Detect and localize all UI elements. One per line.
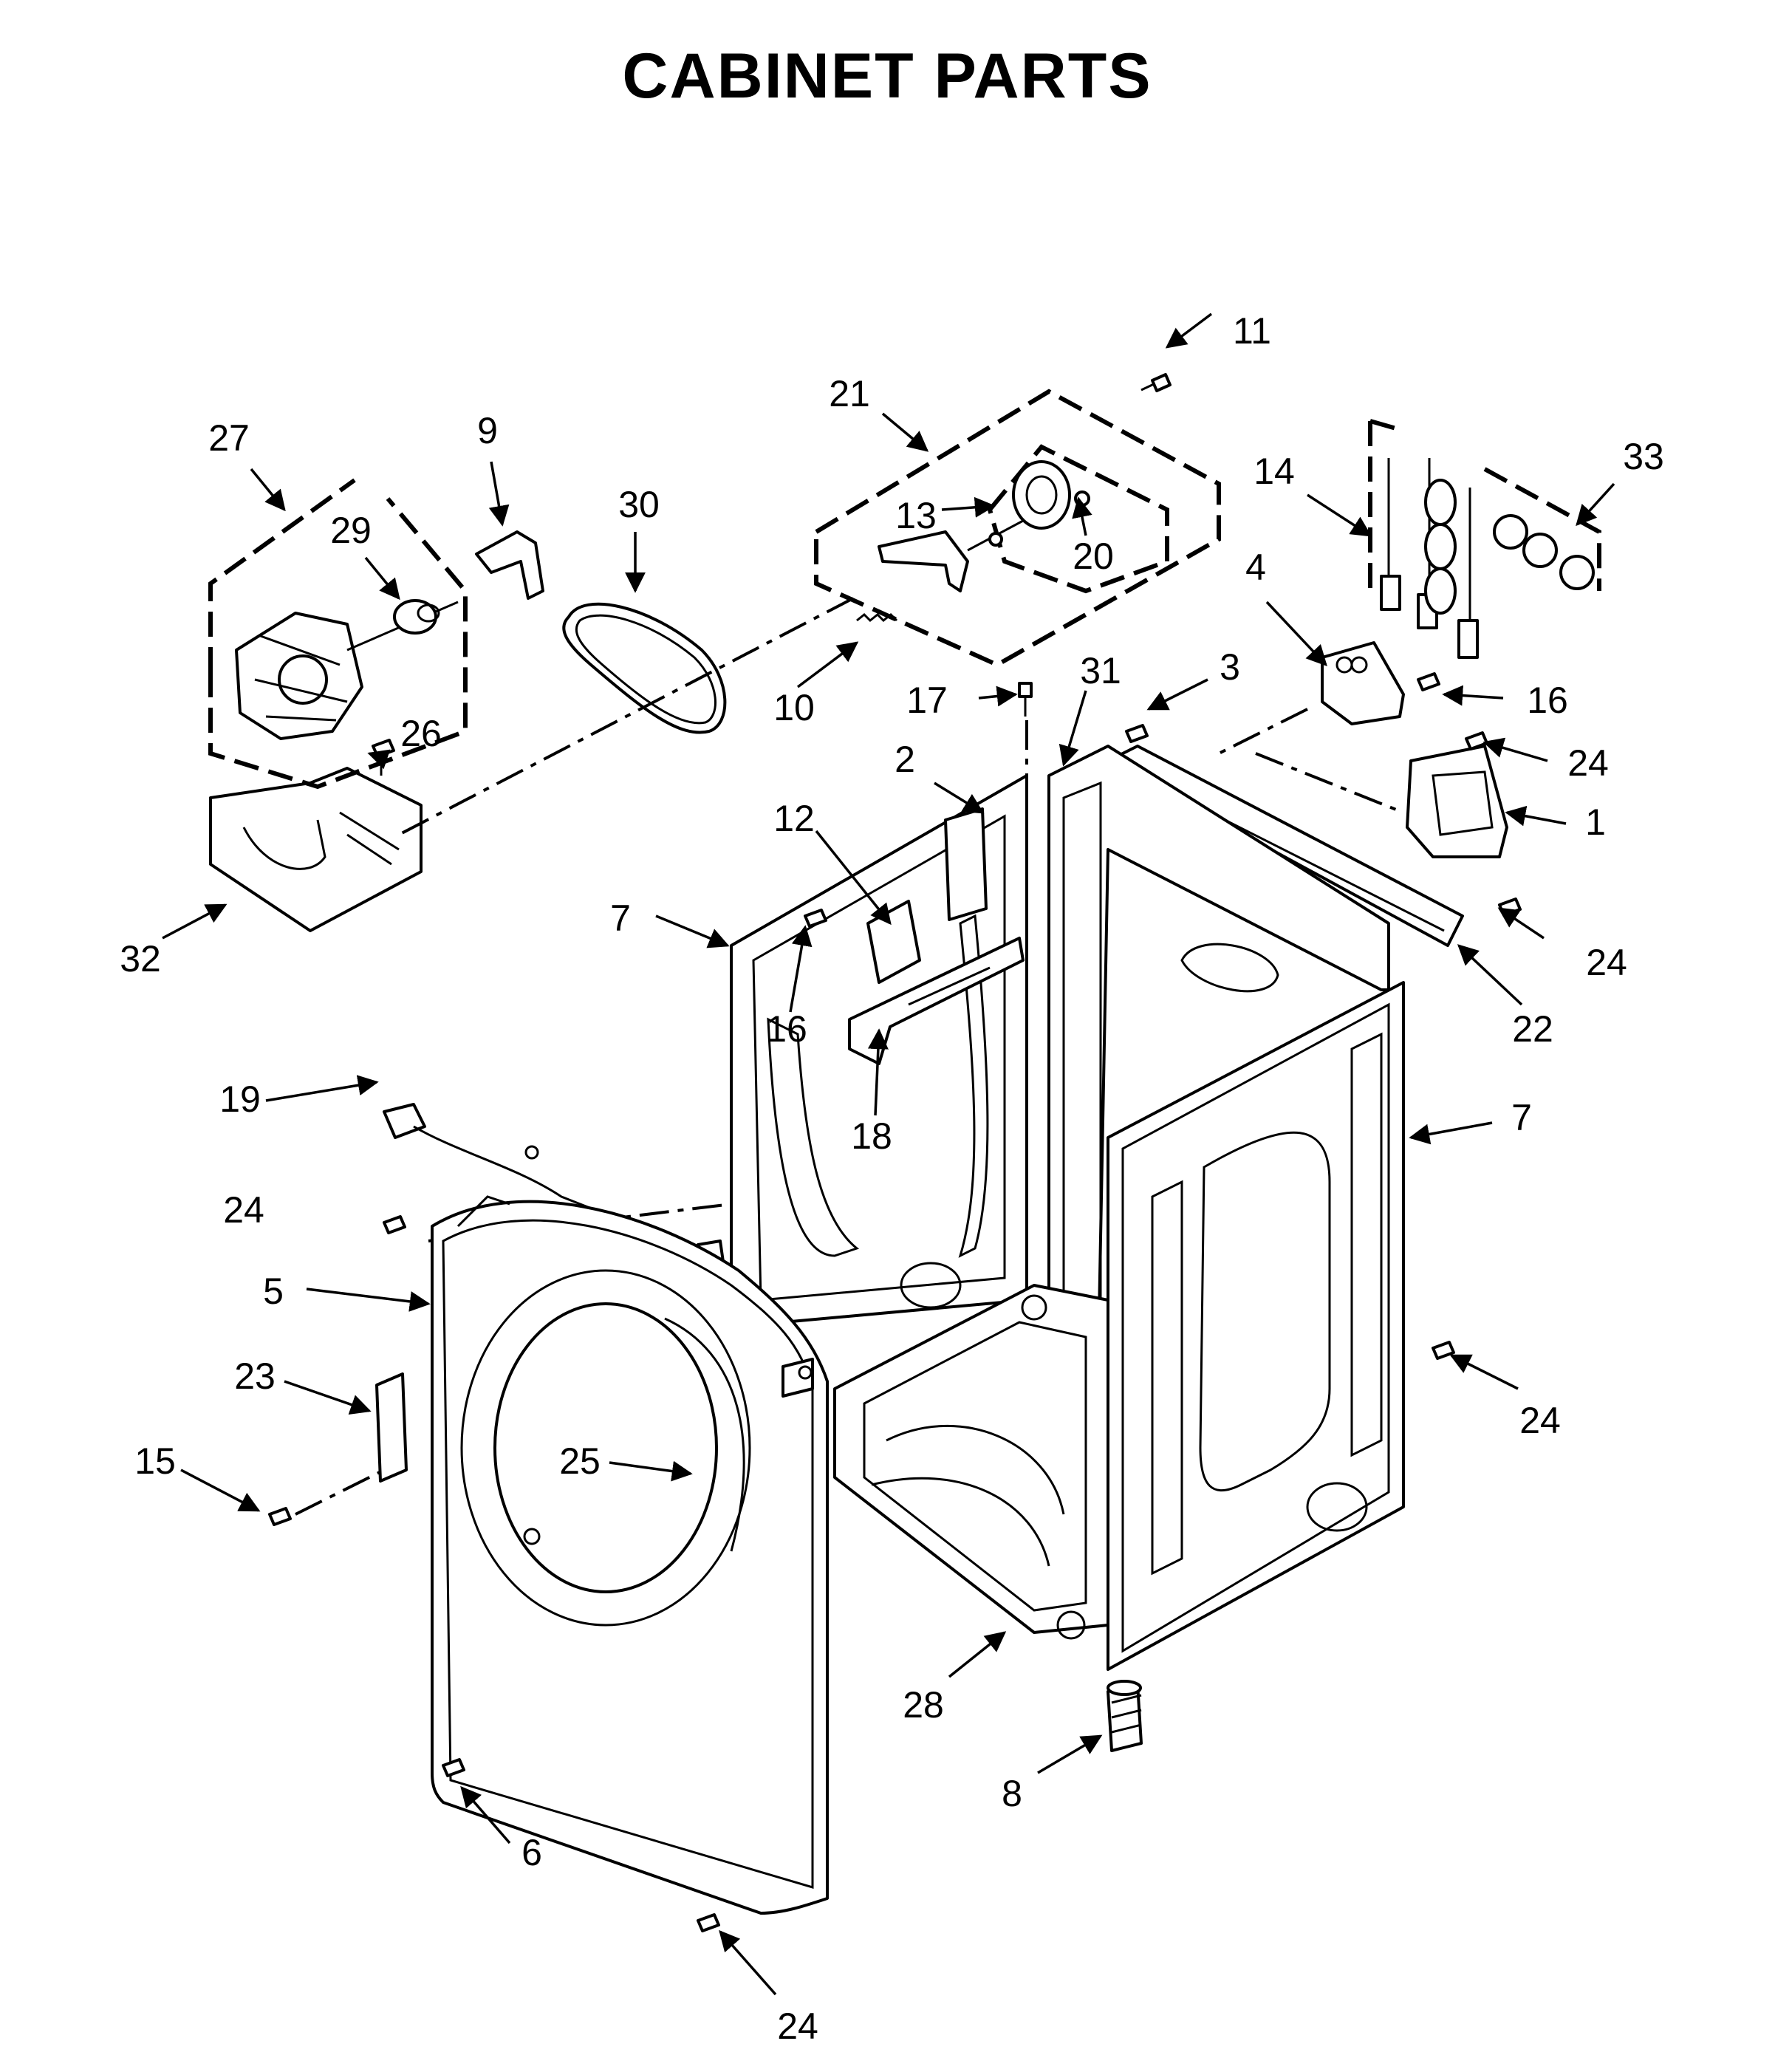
callout-4: 4 (1245, 547, 1266, 588)
callout-3: 3 (1220, 646, 1240, 688)
callout-24-lower-right: 24 (1519, 1400, 1561, 1441)
front-panel-part (431, 1195, 829, 1915)
callout-7-right: 7 (1511, 1097, 1532, 1138)
callout-10: 10 (773, 687, 815, 728)
callout-24-left: 24 (223, 1189, 264, 1231)
motor-bracket-part (209, 767, 423, 932)
callout-1: 1 (1585, 801, 1606, 843)
callout-2: 2 (895, 739, 915, 780)
callout-15: 15 (134, 1440, 176, 1482)
callout-16-center: 16 (766, 1008, 807, 1050)
control-bracket-part (1406, 731, 1522, 917)
callout-12: 12 (773, 798, 815, 839)
callout-labels: 1 2 3 4 5 6 7 7 8 9 10 11 12 13 14 15 16… (120, 310, 1664, 2047)
callout-31: 31 (1080, 650, 1121, 691)
callout-16-right: 16 (1527, 680, 1568, 721)
drive-belt-part (562, 602, 727, 734)
callout-14: 14 (1254, 451, 1295, 492)
drive-motor-group (208, 478, 468, 790)
callout-28: 28 (903, 1684, 944, 1726)
cabinet-frame-part (833, 745, 1390, 1640)
callout-6: 6 (521, 1832, 542, 1873)
leveling-leg-part (1107, 1680, 1143, 1752)
callout-21: 21 (829, 373, 870, 414)
callout-33: 33 (1623, 436, 1664, 477)
callout-23: 23 (234, 1355, 276, 1397)
callout-26: 26 (400, 713, 442, 754)
callout-13: 13 (895, 495, 937, 536)
callout-22: 22 (1512, 1008, 1553, 1050)
callout-11: 11 (1233, 310, 1271, 352)
small-hardware-top-left (372, 530, 544, 776)
callout-25: 25 (559, 1440, 601, 1482)
callout-24-bottom: 24 (777, 2006, 818, 2047)
callout-18: 18 (851, 1115, 892, 1157)
callout-leaders (162, 312, 1615, 1996)
callout-9: 9 (477, 410, 498, 451)
harness-and-terminals-group (1368, 419, 1601, 659)
small-hardware-top-center (856, 373, 1172, 717)
callout-30: 30 (618, 484, 660, 525)
callout-24-upper-right: 24 (1567, 742, 1609, 784)
idler-assembly-group (814, 389, 1221, 668)
callout-29: 29 (330, 510, 372, 551)
callout-17: 17 (906, 680, 948, 721)
callout-8: 8 (1002, 1773, 1022, 1814)
callout-24-right: 24 (1586, 942, 1627, 983)
lower-hardware-part (268, 1215, 1455, 1932)
callout-7-left: 7 (610, 897, 631, 939)
callout-5: 5 (263, 1271, 284, 1312)
terminal-block-part (1321, 641, 1440, 725)
callout-32: 32 (120, 938, 161, 979)
page-title: CABINET PARTS (622, 41, 1152, 112)
callout-20: 20 (1073, 536, 1114, 577)
callout-19: 19 (219, 1078, 261, 1120)
side-panel-right-part (1107, 981, 1405, 1671)
callout-27: 27 (208, 417, 250, 459)
